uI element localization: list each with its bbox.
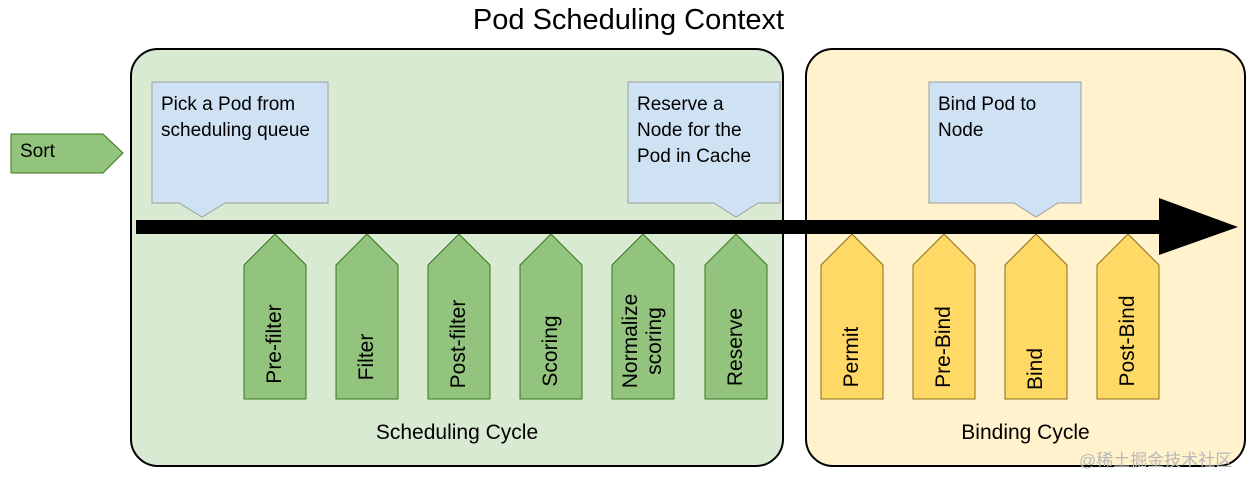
step-shape-postfilter[interactable] bbox=[427, 233, 491, 400]
callout-pick-shape bbox=[151, 81, 329, 218]
callout-reserve-node-text: Reserve a Node for the Pod in Cache bbox=[637, 94, 752, 167]
sort-label: Sort bbox=[20, 141, 55, 162]
callout-pick-pod-text: Pick a Pod from scheduling queue bbox=[161, 94, 310, 141]
callout-reserve-shape bbox=[627, 81, 781, 218]
step-label-normalize: Normalize scoring bbox=[619, 293, 666, 389]
flow-arrow-head bbox=[1159, 198, 1238, 255]
scheduling-cycle-label: Scheduling Cycle bbox=[375, 421, 539, 444]
step-shape-scoring[interactable] bbox=[519, 233, 583, 400]
sort-shape[interactable] bbox=[10, 133, 124, 174]
step-label-reserve: Reserve bbox=[724, 307, 747, 387]
binding-cycle-label: Binding Cycle bbox=[961, 421, 1090, 444]
step-label-prefilter: Pre-filter bbox=[263, 304, 286, 384]
step-shape-prebind[interactable] bbox=[912, 233, 976, 400]
step-label-bind: Bind bbox=[1024, 347, 1047, 391]
step-label-filter: Filter bbox=[355, 333, 378, 381]
step-label-scoring: Scoring bbox=[539, 315, 562, 387]
callout-bind-pod-text: Bind Pod to Node bbox=[938, 94, 1037, 141]
step-label-prebind: Pre-Bind bbox=[932, 306, 955, 388]
flow-arrow-shaft bbox=[136, 220, 1166, 234]
step-shape-bind[interactable] bbox=[1004, 233, 1068, 400]
step-label-postfilter: Post-filter bbox=[447, 299, 470, 389]
step-shape-normalize[interactable] bbox=[611, 233, 675, 400]
step-shape-prefilter[interactable] bbox=[243, 233, 307, 400]
diagram-title: Pod Scheduling Context bbox=[472, 4, 785, 36]
step-shape-postbind[interactable] bbox=[1096, 233, 1160, 400]
step-shape-filter[interactable] bbox=[335, 233, 399, 400]
step-label-permit: Permit bbox=[840, 326, 863, 388]
callout-bind-shape bbox=[928, 81, 1082, 218]
step-label-postbind: Post-Bind bbox=[1116, 295, 1139, 387]
watermark: @稀土掘金技术社区 bbox=[1079, 451, 1233, 470]
step-shape-permit[interactable] bbox=[820, 233, 884, 400]
step-shape-reserve[interactable] bbox=[704, 233, 768, 400]
